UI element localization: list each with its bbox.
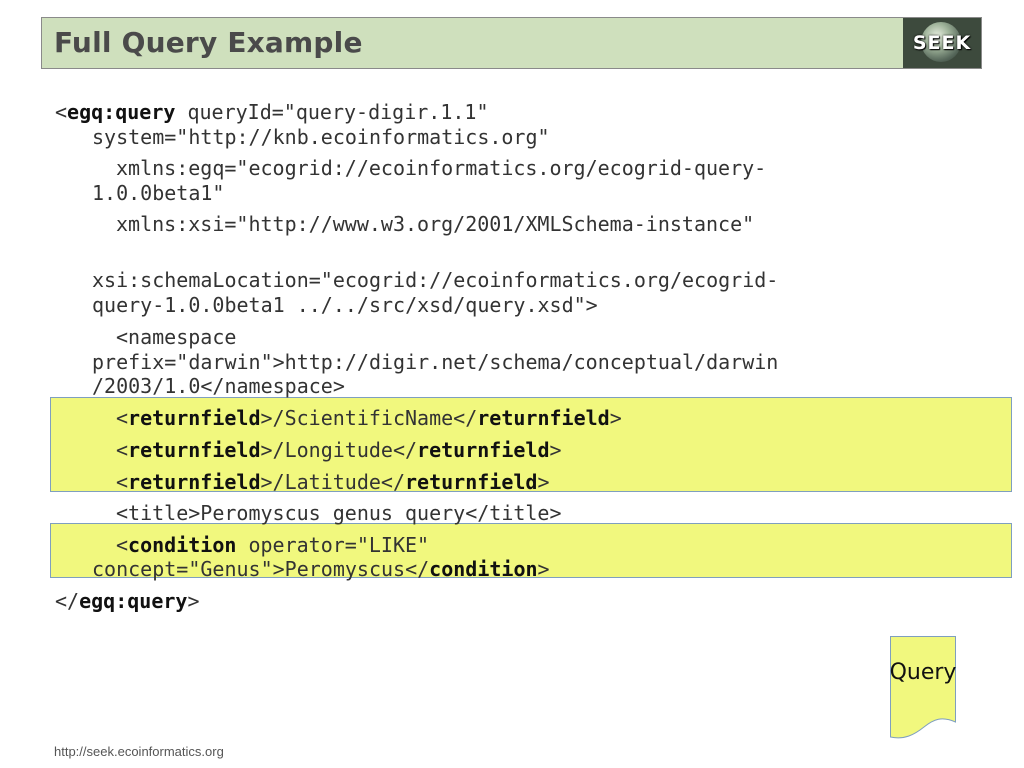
logo-text: SEEK: [912, 32, 972, 54]
document-shape-icon: [890, 636, 956, 739]
code-line: <egq:query queryId="query-digir.1.1": [55, 100, 489, 124]
code-line: 1.0.0beta1": [92, 181, 225, 205]
code-line-condition: concept="Genus">Peromyscus</condition>: [92, 557, 550, 581]
tag-name: returnfield: [477, 406, 610, 430]
tag-name: returnfield: [405, 470, 538, 494]
tag-name: condition: [429, 557, 538, 581]
code-line: xsi:schemaLocation="ecogrid://ecoinforma…: [92, 268, 779, 292]
code-line: prefix="darwin">http://digir.net/schema/…: [92, 350, 779, 374]
code-line-condition: <condition operator="LIKE": [116, 533, 430, 557]
code-line: /2003/1.0</namespace>: [92, 374, 345, 398]
slide-title: Full Query Example: [54, 26, 363, 59]
condition-highlight: [50, 523, 1012, 578]
query-button[interactable]: Query: [890, 636, 956, 742]
code-line: <namespace: [116, 325, 237, 349]
globe-icon: [921, 22, 961, 62]
returnfield-highlight: [50, 397, 1012, 492]
code-line-title: <title>Peromyscus genus query</title>: [116, 501, 562, 525]
tag-name: egq:query: [67, 100, 176, 124]
code-line: xmlns:xsi="http://www.w3.org/2001/XMLSch…: [116, 212, 755, 236]
tag-name: returnfield: [128, 406, 261, 430]
seek-logo: SEEK: [903, 18, 981, 68]
tag-name: returnfield: [128, 470, 261, 494]
footer-url: http://seek.ecoinformatics.org: [54, 744, 224, 759]
code-line-returnfield: <returnfield>/Longitude</returnfield>: [116, 438, 562, 462]
tag-name: egq:query: [79, 589, 188, 613]
tag-name: returnfield: [417, 438, 550, 462]
code-line: query-1.0.0beta1 ../../src/xsd/query.xsd…: [92, 293, 598, 317]
code-line: xmlns:egq="ecogrid://ecoinformatics.org/…: [116, 156, 767, 180]
tag-name: condition: [128, 533, 237, 557]
query-button-label: Query: [889, 660, 957, 685]
code-line-close: </egq:query>: [55, 589, 200, 613]
code-line-returnfield: <returnfield>/ScientificName</returnfiel…: [116, 406, 622, 430]
title-bar: Full Query Example SEEK: [41, 17, 982, 69]
tag-name: returnfield: [128, 438, 261, 462]
code-line: system="http://knb.ecoinformatics.org": [92, 125, 550, 149]
code-line-returnfield: <returnfield>/Latitude</returnfield>: [116, 470, 550, 494]
